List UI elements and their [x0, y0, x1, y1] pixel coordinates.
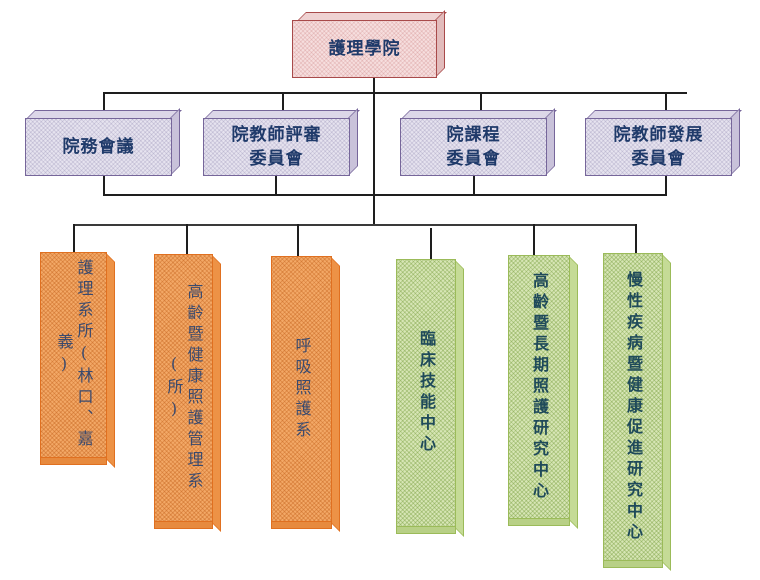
org-node-college-affairs-meeting[interactable]: 院務會議 [25, 108, 182, 176]
org-node-respiratory-therapy[interactable]: 呼吸照護系 [271, 256, 340, 532]
org-node-label: 臨床技能中心 [417, 330, 436, 456]
org-node-label: 院教師發展 委員會 [613, 125, 704, 169]
org-node-label: 高齡暨健康照護管理系(所) [164, 283, 204, 493]
org-node-label: 慢性疾病暨健康促進研究中心 [624, 270, 643, 544]
connector-committee-bottom-bar [103, 194, 667, 196]
connector-unit-drop-6 [635, 224, 637, 254]
connector-unit-bar [73, 224, 635, 226]
org-node-clinical-skills-center[interactable]: 臨床技能中心 [396, 259, 464, 537]
org-node-faculty-development-committee[interactable]: 院教師發展 委員會 [585, 108, 742, 176]
connector-committee-rise-4 [665, 176, 667, 195]
connector-committee-rise-1 [103, 176, 105, 195]
connector-committee-top-bar [103, 92, 687, 94]
connector-committee-drop-2 [282, 92, 284, 110]
org-node-label: 護理系所(林口、嘉義) [54, 259, 94, 451]
org-node-label: 護理學院 [328, 39, 401, 59]
box-front-face: 慢性疾病暨健康促進研究中心 [603, 253, 663, 561]
org-node-label: 院教師評審 委員會 [231, 125, 322, 169]
org-node-label: 院務會議 [62, 137, 135, 157]
org-node-gerontology-health-care-management[interactable]: 高齡暨健康照護管理系(所) [154, 254, 221, 532]
box-front-face: 院教師評審 委員會 [203, 118, 350, 176]
connector-committee-rise-2 [275, 176, 277, 195]
box-front-face: 院課程 委員會 [400, 118, 547, 176]
org-node-faculty-review-committee[interactable]: 院教師評審 委員會 [203, 108, 360, 176]
org-node-label: 院課程 委員會 [446, 125, 501, 169]
connector-unit-drop-1 [73, 224, 75, 252]
connector-root-trunk [373, 77, 375, 224]
box-front-face: 呼吸照護系 [271, 256, 332, 522]
connector-unit-drop-4 [430, 228, 432, 259]
org-node-nursing-department[interactable]: 護理系所(林口、嘉義) [40, 252, 115, 468]
org-node-label: 高齡暨長期照護研究中心 [530, 271, 549, 503]
connector-committee-drop-1 [103, 92, 105, 110]
org-node-long-term-care-research-center[interactable]: 高齡暨長期照護研究中心 [508, 255, 578, 529]
connector-committee-rise-3 [473, 176, 475, 195]
connector-unit-drop-3 [297, 224, 299, 256]
box-front-face: 高齡暨健康照護管理系(所) [154, 254, 213, 522]
org-node-label: 呼吸照護系 [292, 336, 312, 442]
box-front-face: 院務會議 [25, 118, 172, 176]
box-front-face: 院教師發展 委員會 [585, 118, 732, 176]
box-front-face: 護理學院 [292, 20, 437, 78]
connector-unit-drop-2 [186, 224, 188, 254]
box-front-face: 高齡暨長期照護研究中心 [508, 255, 570, 519]
connector-committee-drop-3 [480, 92, 482, 110]
box-front-face: 護理系所(林口、嘉義) [40, 252, 107, 458]
connector-committee-drop-4 [665, 92, 667, 110]
org-node-nursing-college[interactable]: 護理學院 [292, 10, 447, 78]
connector-unit-drop-5 [533, 224, 535, 255]
org-node-curriculum-committee[interactable]: 院課程 委員會 [400, 108, 557, 176]
org-node-chronic-disease-research-center[interactable]: 慢性疾病暨健康促進研究中心 [603, 253, 671, 571]
box-front-face: 臨床技能中心 [396, 259, 456, 527]
